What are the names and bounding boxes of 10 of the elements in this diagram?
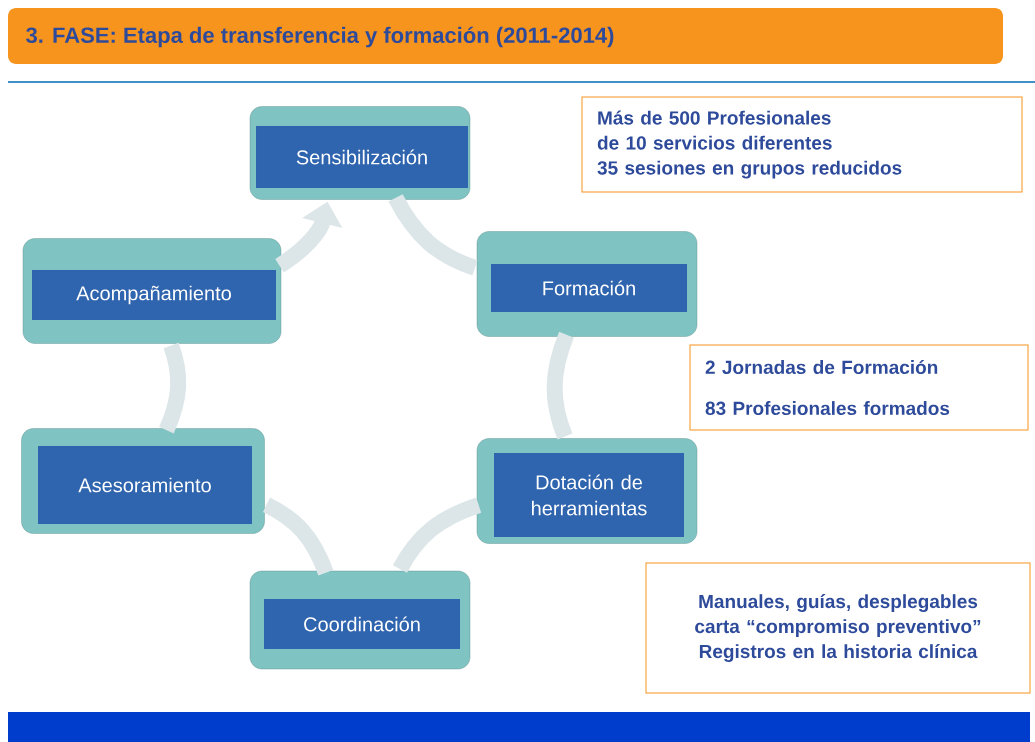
note-box: Manuales, guías, desplegables carta “compromiso preventivo” Registros en la historia clínica — [645, 562, 1031, 694]
step-box: Dotación de herramientas — [476, 438, 698, 544]
step-box: Coordinación — [249, 570, 471, 670]
step-box: Sensibilización — [249, 106, 471, 200]
step-box: Formación — [476, 231, 698, 337]
title-bar: 3. FASE: Etapa de transferencia y formación (2011-2014) — [8, 8, 1003, 64]
step-box: Acompañamiento — [22, 238, 282, 344]
step-box: Asesoramiento — [21, 428, 265, 534]
note-box: 2 Jornadas de Formación 83 Profesionales formados — [689, 344, 1029, 431]
note-box: Más de 500 Profesionales de 10 servicios diferentes 35 sesiones en grupos reducidos — [581, 96, 1023, 193]
